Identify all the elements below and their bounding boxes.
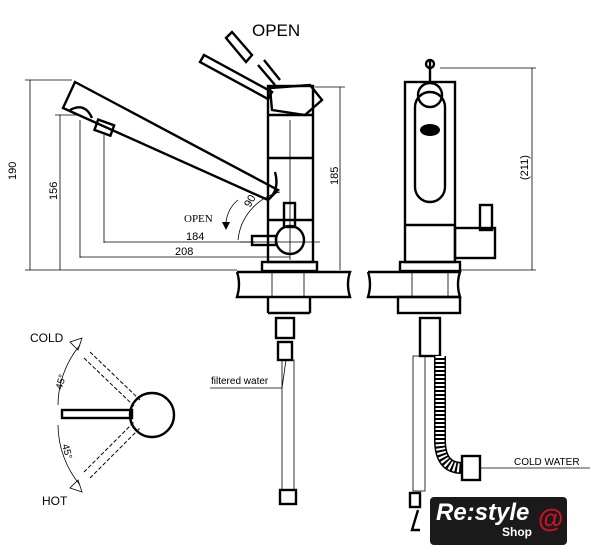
cold-water-nut — [460, 454, 482, 482]
filtered-outlet — [92, 118, 116, 138]
base — [260, 260, 319, 273]
dim-208: 208 — [175, 246, 193, 258]
lever-open-ghost — [224, 30, 254, 64]
open-label-top: OPEN — [252, 21, 300, 40]
body-front — [403, 80, 457, 264]
restyle-shop-logo: Re:style Shop @ — [430, 497, 567, 545]
filtered-water-label: filtered water — [211, 376, 269, 387]
handle-rotation-diagram: COLD HOT 45° 45° — [30, 331, 176, 508]
logo-sub: Shop — [502, 525, 532, 539]
dim-185: 185 — [329, 167, 341, 185]
dim-156: 156 — [48, 182, 60, 200]
dim-211: (211) — [519, 155, 531, 180]
dimensions: 190 156 184 208 185 (211) 90 OPEN OPEN — [7, 21, 536, 271]
dim-190: 190 — [7, 162, 19, 180]
logo-cart-icon: @ — [538, 503, 564, 533]
dim-184: 184 — [186, 231, 204, 243]
hot-label: HOT — [42, 494, 68, 508]
logo-main: Re:style — [436, 499, 530, 526]
cold-label: COLD — [30, 331, 64, 345]
spout — [61, 80, 280, 202]
side-view — [61, 30, 352, 506]
angle-45-top: 45° — [54, 373, 69, 390]
angle-45-bottom: 45° — [59, 443, 74, 460]
spout-outlet — [69, 106, 94, 119]
front-view: COLD WATER — [366, 58, 590, 532]
open-label-side: OPEN — [184, 213, 213, 225]
lever-open — [198, 53, 274, 101]
angle-90: 90 — [242, 193, 259, 210]
filter-handle — [453, 226, 497, 260]
countertop — [235, 270, 352, 299]
cold-water-label: COLD WATER — [514, 457, 580, 468]
open-arrow — [225, 199, 239, 223]
mixer-head — [268, 83, 324, 117]
